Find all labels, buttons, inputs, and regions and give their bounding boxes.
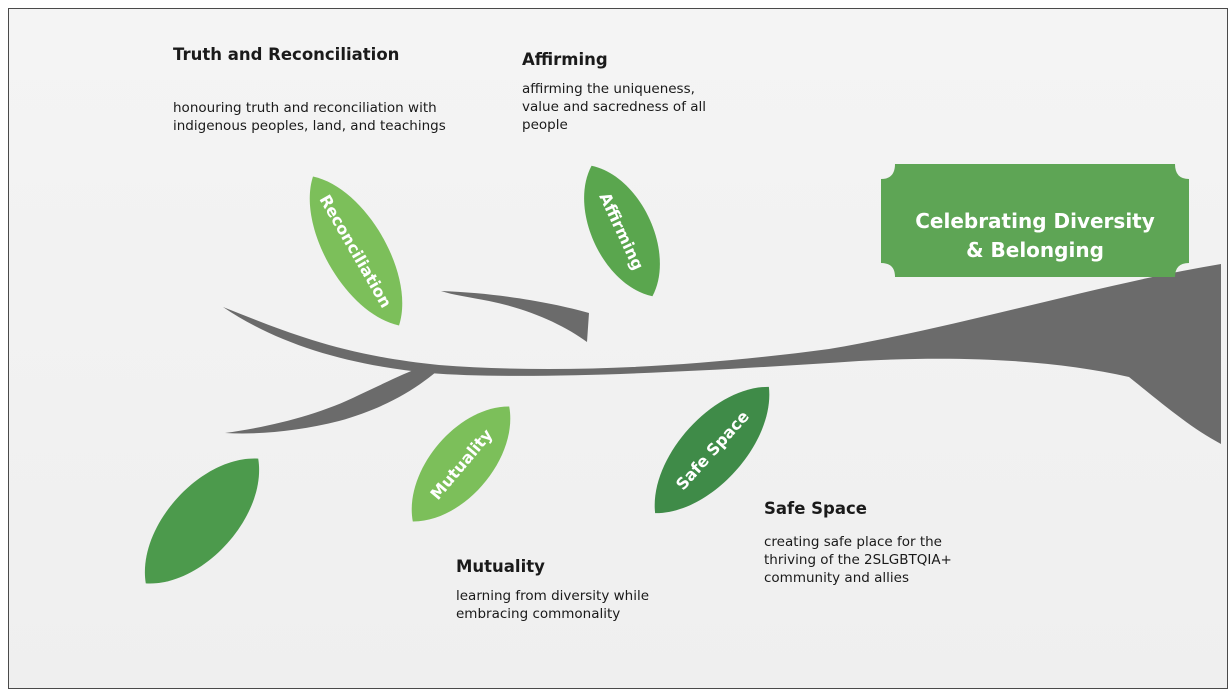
leaf-reconciliation: Reconciliation	[309, 176, 403, 326]
tree-diagram: Celebrating Diversity & Belonging Reconc…	[144, 164, 1221, 584]
leaf-unlabeled	[144, 458, 260, 584]
desc-affirming: affirming the uniqueness, value and sacr…	[522, 81, 707, 133]
heading-affirming: Affirming	[522, 50, 608, 69]
desc-truth-reconciliation: honouring truth and reconciliation with …	[173, 100, 446, 134]
banner-title-line2: & Belonging	[966, 238, 1104, 262]
upper-twig	[441, 291, 589, 342]
main-branch	[223, 264, 1221, 444]
desc-mutuality: learning from diversity while embracing …	[456, 588, 650, 622]
banner: Celebrating Diversity & Belonging	[881, 164, 1189, 277]
heading-safe-space: Safe Space	[764, 499, 867, 518]
heading-mutuality: Mutuality	[456, 557, 545, 576]
leaf-mutuality: Mutuality	[411, 406, 511, 522]
leaf-affirming: Affirming	[584, 165, 660, 297]
diagram-frame: Celebrating Diversity & Belonging Reconc…	[8, 8, 1228, 689]
heading-truth-reconciliation: Truth and Reconciliation	[173, 45, 400, 64]
desc-safe-space: creating safe place for the thriving of …	[764, 534, 952, 586]
lower-twig	[225, 365, 443, 434]
banner-shape	[881, 164, 1189, 277]
banner-title-line1: Celebrating Diversity	[915, 209, 1155, 233]
